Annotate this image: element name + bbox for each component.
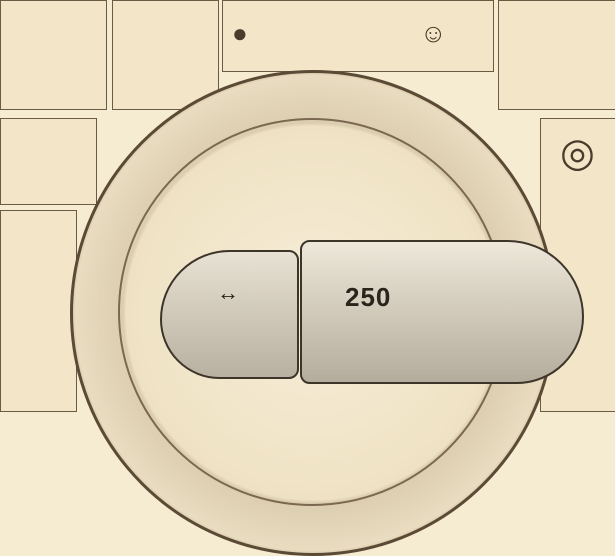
ball-icon: ● <box>232 18 248 48</box>
tablet-left-half: ↔ <box>160 250 299 379</box>
head-icon: ☺ <box>420 18 447 48</box>
panel-runner-sketch <box>498 0 615 110</box>
panel-equipment-sketch <box>222 0 494 72</box>
panel-people-sketch <box>0 118 97 205</box>
split-tablet: ↔ 250 <box>160 240 585 390</box>
tablet-right-half <box>300 240 584 384</box>
weight-plate-icon: ◎ <box>560 131 595 175</box>
panel-chart-sketch <box>0 0 107 110</box>
panel-graph-sketch <box>112 0 219 110</box>
panel-weights-sketch <box>0 210 77 412</box>
dosage-label: 250 <box>345 282 392 312</box>
double-arrow-icon: ↔ <box>217 280 239 305</box>
